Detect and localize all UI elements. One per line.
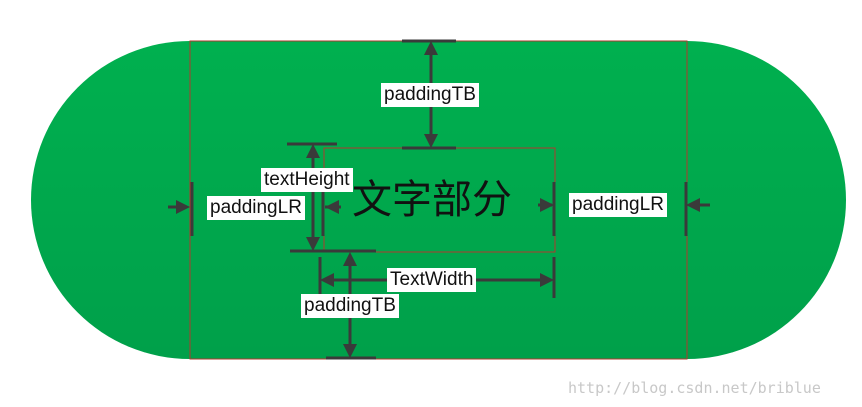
arrowhead-lr-right-outside [686,198,700,212]
arrowhead-width-left [320,273,334,287]
padding-tb-top-label: paddingTB [381,83,479,107]
text-content: 文字部分 [352,177,512,223]
arrowhead-height-up [306,144,320,158]
arrowhead-lr-right-inside [540,198,554,212]
arrowhead-width-right [540,273,554,287]
arrowhead-tb-top-up [424,41,438,55]
watermark-url: http://blog.csdn.net/briblue [568,379,821,397]
padding-tb-bottom-label: paddingTB [301,294,399,318]
arrowhead-lr-left-outside [176,200,190,214]
capsule-shape [31,41,846,359]
arrowhead-tb-bottom-down [343,344,357,358]
text-width-label: TextWidth [387,268,477,292]
padding-lr-left-label: paddingLR [207,196,305,220]
arrowhead-lr-left-inside [325,200,339,214]
arrowhead-tb-top-down [424,134,438,148]
padding-lr-right-label: paddingLR [569,193,667,217]
arrowhead-tb-bottom-up [343,252,357,266]
arrowhead-height-down [306,237,320,251]
text-height-label: textHeight [261,168,353,192]
